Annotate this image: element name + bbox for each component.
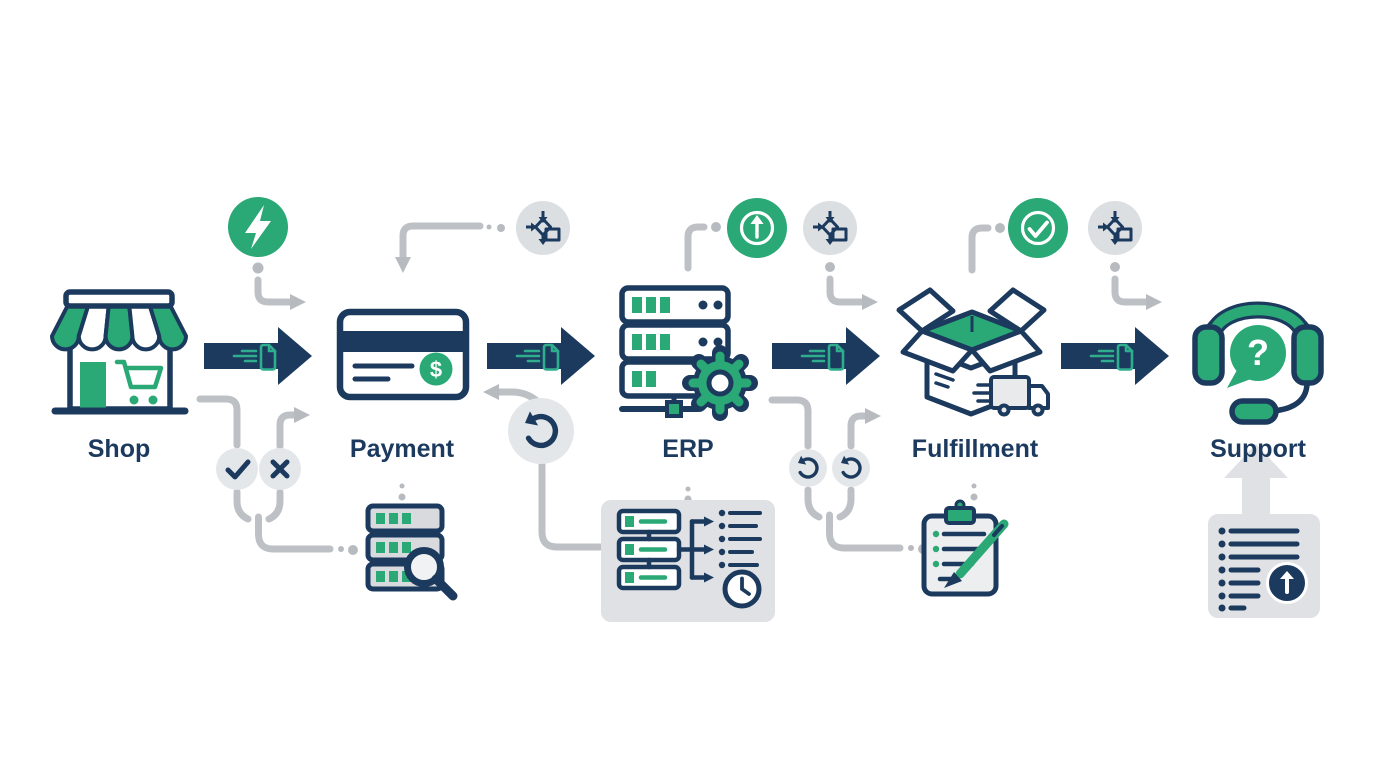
- connector-retry2-out: [847, 412, 869, 450]
- stage-label-payment: Payment: [350, 435, 455, 463]
- open-box-truck-icon: [896, 287, 1050, 417]
- arrowhead-right-icon: [294, 407, 310, 423]
- arrowhead-left-icon: [483, 384, 499, 400]
- connector-branch1-merge-left: [233, 488, 252, 523]
- document-transfer-arrow: [1059, 325, 1171, 387]
- database-search-icon: [365, 503, 458, 601]
- server-queue-clock-icon: [601, 500, 775, 622]
- connector-erp-branch-down: [768, 396, 812, 450]
- gear-icon: [682, 345, 758, 421]
- x-icon: [270, 459, 290, 479]
- headset-question-icon: ?: [1192, 301, 1324, 425]
- approve-chip: [216, 448, 258, 490]
- arrowhead-right-icon: [290, 294, 306, 310]
- connector-branch2-merge-out: [826, 511, 904, 552]
- storefront-cart-icon: [50, 289, 189, 415]
- server-stack-gear-icon: [619, 285, 758, 421]
- connector-dots: [252, 222, 1120, 555]
- retry-erp-chip-1: [789, 449, 827, 487]
- credit-card-dollar-icon: $: [336, 308, 470, 401]
- decline-chip: [259, 448, 301, 490]
- stage-label-shop: Shop: [88, 435, 151, 463]
- truck-icon: [972, 375, 1050, 417]
- connector-erp-to-upload: [684, 223, 708, 272]
- clipboard-pen-icon: [921, 499, 1009, 597]
- check-icon: [225, 459, 251, 480]
- upload-arrow-icon: [750, 215, 764, 239]
- connector-branch1-merge-right: [265, 488, 284, 523]
- arrowhead-down-icon: [395, 257, 411, 273]
- connector-decision3-out: [1111, 275, 1150, 306]
- upload-badge: [727, 198, 787, 258]
- connector-fulfillment-to-check: [968, 224, 992, 274]
- connector-branch2-merge-right: [836, 486, 855, 521]
- connector-decline-out: [276, 411, 298, 450]
- stage-label-support: Support: [1210, 435, 1306, 463]
- connector-branch1-merge-out: [255, 513, 334, 553]
- connector-retry-payment-down: [538, 461, 604, 551]
- document-upload-icon: [1208, 444, 1320, 618]
- stage-label-fulfillment: Fulfillment: [912, 435, 1039, 463]
- arrowhead-right-icon: [865, 408, 881, 424]
- flowchart-decision-icon: [801, 199, 859, 257]
- flowchart-decision-icon: [514, 199, 572, 257]
- document-transfer-arrow: [770, 325, 882, 387]
- upload-circle-icon: [1266, 562, 1308, 604]
- retry-payment-chip: [508, 398, 574, 464]
- connector-shop-branch-down: [196, 395, 241, 449]
- magnifier-icon: [404, 547, 458, 601]
- connector-decision1-to-payment: [399, 222, 484, 261]
- lightning-badge: [228, 197, 288, 257]
- connector-branch2-merge-left: [804, 486, 823, 521]
- dollar-glyph: $: [430, 357, 442, 382]
- check-icon: [1027, 220, 1049, 238]
- lightning-icon: [245, 205, 271, 249]
- connector-lightning-out: [254, 276, 294, 306]
- arrowhead-right-icon: [1146, 294, 1162, 310]
- arrowhead-right-icon: [862, 294, 878, 310]
- flowchart-decision-icon: [1086, 199, 1144, 257]
- connector-decision2-out: [826, 275, 866, 306]
- document-transfer-arrow: [202, 325, 314, 387]
- question-glyph: ?: [1247, 332, 1269, 373]
- pen-icon: [944, 519, 1009, 588]
- connector-arrowheads: [290, 257, 1162, 424]
- stage-label-erp: ERP: [662, 435, 713, 463]
- document-transfer-arrow: [485, 325, 597, 387]
- cart-icon: [114, 359, 164, 405]
- check-badge: [1008, 198, 1068, 258]
- clock-icon: [722, 569, 762, 609]
- retry-erp-chip-2: [832, 449, 870, 487]
- question-bubble-icon: ?: [1227, 322, 1289, 388]
- stage-labels: Shop Payment ERP Fulfillment Support: [88, 435, 1307, 463]
